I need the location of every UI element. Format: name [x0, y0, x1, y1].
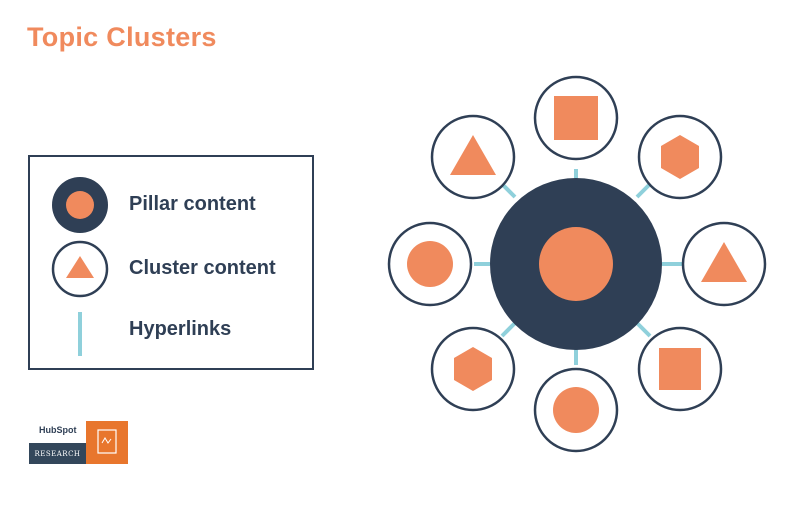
pillar-circle-icon: [539, 227, 613, 301]
hexagon-icon: [661, 135, 699, 179]
triangle-icon: [450, 135, 496, 175]
cluster-node-top: [533, 75, 619, 161]
hubspot-research-badge: HubSpot RESEARCH: [29, 421, 128, 464]
cluster-node-right: [681, 221, 767, 307]
cluster-node-bottom-right: [637, 326, 723, 412]
badge-left: HubSpot RESEARCH: [29, 421, 86, 464]
cluster-symbol-icon: [51, 240, 109, 298]
hyperlink-bottom-right: [635, 321, 652, 338]
cluster-node-bottom-left: [430, 326, 516, 412]
cluster-node-bottom: [533, 367, 619, 453]
legend-item-pillar: Pillar content: [30, 175, 312, 235]
legend-item-hyperlinks: Hyperlinks: [30, 300, 312, 360]
legend-hyperlinks-label: Hyperlinks: [129, 318, 232, 340]
square-icon: [659, 348, 701, 390]
hyperlinks: [474, 169, 682, 365]
circle-icon: [553, 387, 599, 433]
hyperlink-bottom-left: [500, 321, 517, 338]
triangle-icon: [701, 242, 747, 282]
page-title: Topic Clusters: [27, 22, 217, 52]
legend-cluster-label: Cluster content: [129, 257, 276, 279]
legend-item-cluster: Cluster content: [30, 239, 312, 299]
badge-research-label: RESEARCH: [29, 443, 86, 464]
topic-cluster-diagram: [387, 75, 767, 453]
hyperlink-symbol-icon: [78, 312, 82, 356]
hyperlink-top-right: [635, 182, 652, 199]
cluster-node-top-left: [430, 114, 516, 200]
hubspot-logo: HubSpot: [39, 425, 77, 435]
pillar-symbol-icon: [52, 177, 108, 233]
hyperlink-top-left: [500, 182, 517, 199]
pillar-node: [490, 178, 662, 350]
document-icon: [97, 429, 117, 454]
legend-pillar-label: Pillar content: [129, 193, 256, 215]
cluster-node-top-right: [637, 114, 723, 200]
legend: Pillar content Cluster content Hyperlink…: [28, 155, 314, 370]
hexagon-icon: [454, 347, 492, 391]
square-icon: [554, 96, 598, 140]
cluster-node-left: [387, 221, 473, 307]
circle-icon: [407, 241, 453, 287]
badge-document-icon: [86, 421, 128, 464]
